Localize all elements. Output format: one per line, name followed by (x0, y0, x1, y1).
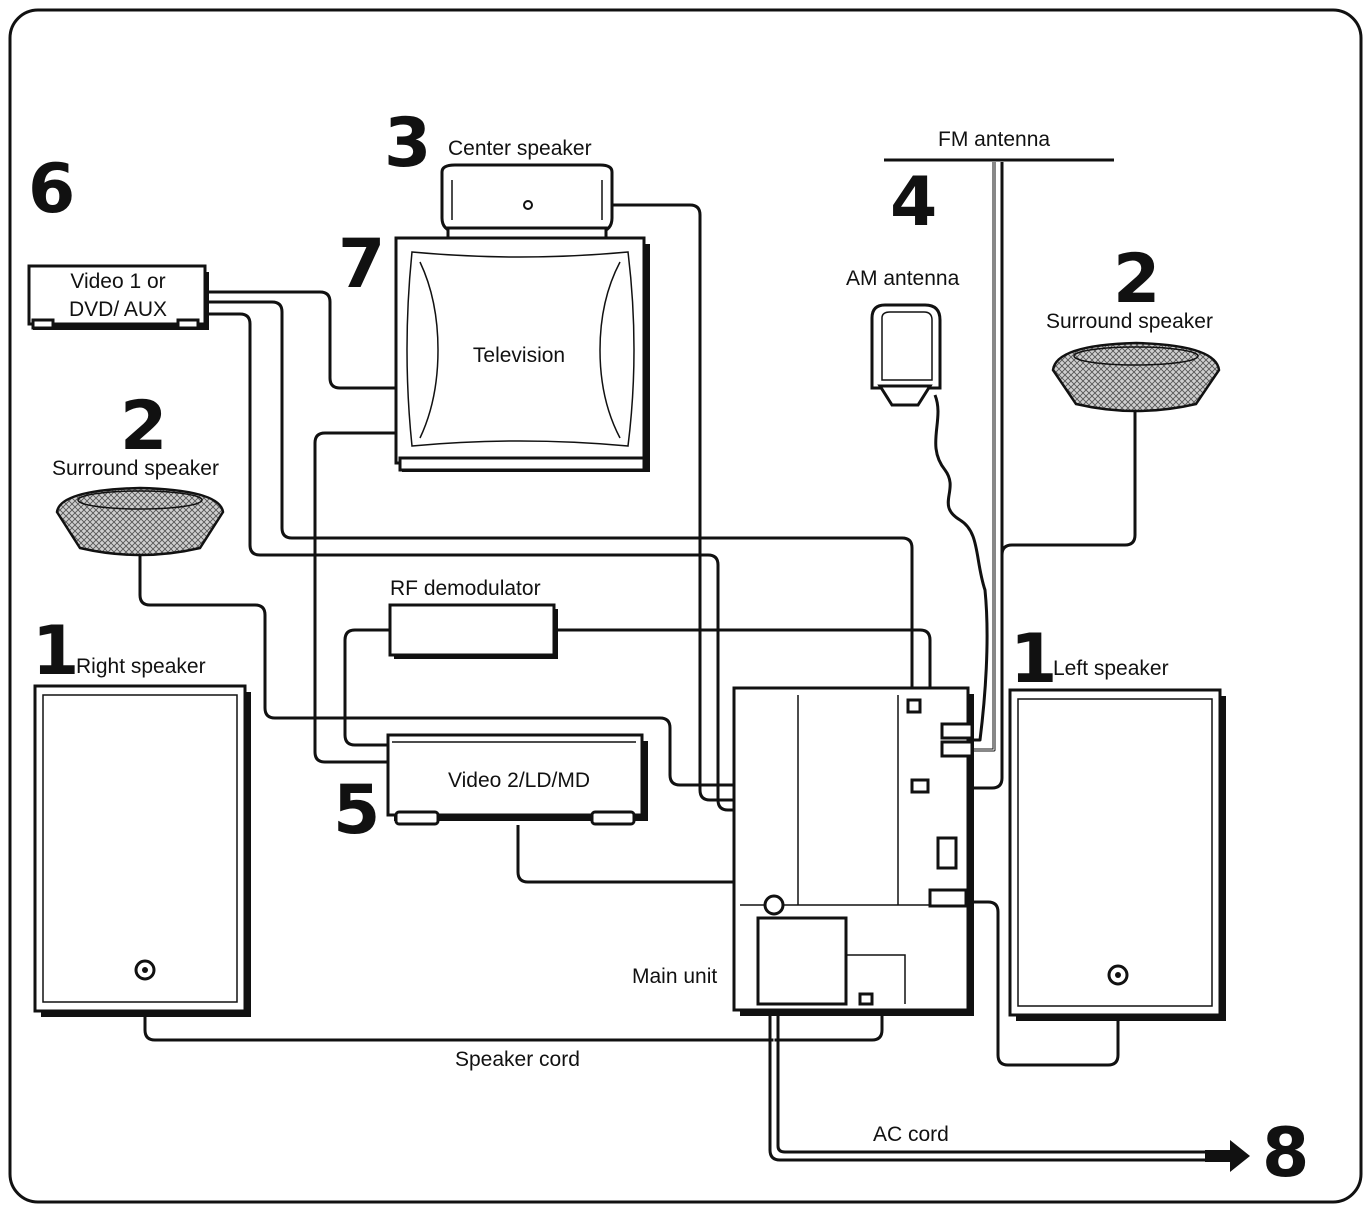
callout-4: 4 (890, 163, 937, 242)
main-unit-label: Main unit (632, 965, 717, 988)
right-speaker (33, 684, 251, 1017)
callout-2-left: 2 (120, 387, 167, 466)
video1-label-line1: Video 1 or (70, 270, 165, 293)
ac-arrow (1205, 1140, 1250, 1172)
video1-label-line2: DVD/ AUX (69, 298, 167, 321)
surround-speaker-right-label: Surround speaker (1046, 310, 1213, 333)
am-antenna (870, 303, 942, 407)
callout-7: 7 (338, 225, 385, 304)
center-speaker (440, 163, 614, 240)
callout-8: 8 (1262, 1114, 1309, 1193)
left-speaker (1008, 688, 1226, 1021)
rf-demodulator (388, 603, 558, 659)
center-speaker-label: Center speaker (448, 137, 592, 160)
video2-label: Video 2/LD/MD (448, 769, 590, 792)
television (394, 236, 650, 472)
callout-1-left-speaker: 1 (1010, 620, 1057, 699)
callout-numbers: 6 3 7 4 2 2 1 1 5 8 (28, 104, 1309, 1193)
surround-speaker-left-label: Surround speaker (52, 457, 219, 480)
am-antenna-label: AM antenna (846, 267, 960, 290)
callout-1-right-speaker: 1 (32, 612, 79, 691)
speaker-cord-label: Speaker cord (455, 1048, 580, 1071)
main-unit (732, 686, 974, 1016)
callout-3: 3 (384, 104, 431, 183)
ac-cord-label: AC cord (873, 1123, 949, 1146)
left-speaker-label: Left speaker (1053, 657, 1169, 680)
fm-antenna-label: FM antenna (938, 128, 1050, 151)
rf-demodulator-label: RF demodulator (390, 577, 541, 600)
callout-2-right: 2 (1113, 240, 1160, 319)
surround-speaker-left (55, 486, 225, 557)
labels: Center speaker FM antenna AM antenna Sur… (52, 128, 1213, 1146)
callout-6: 6 (28, 150, 75, 229)
video2-device (386, 733, 648, 826)
right-speaker-label: Right speaker (76, 655, 206, 678)
television-label: Television (473, 344, 565, 367)
video1-device (27, 264, 209, 330)
surround-speaker-right (1051, 341, 1221, 413)
callout-5: 5 (333, 771, 380, 850)
